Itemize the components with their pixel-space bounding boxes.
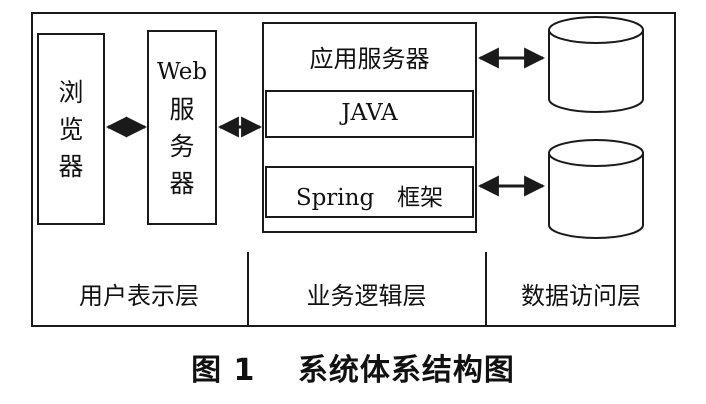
database-icon-top (548, 16, 644, 113)
browser-label-2: 览 (58, 114, 84, 144)
web-server-box: Web 服 务 器 (147, 30, 217, 225)
spring-label: Spring 框架 (295, 185, 444, 211)
layer-label-business: 业务逻辑层 (306, 282, 427, 310)
web-server-label-3: 务 (169, 131, 195, 161)
layer-separator-1 (247, 252, 249, 326)
java-label: JAVA (341, 100, 398, 126)
java-box: JAVA (265, 90, 474, 138)
spring-box: Spring 框架 (265, 166, 474, 218)
app-server-label: 应用服务器 (309, 45, 430, 73)
browser-label-1: 浏 (58, 77, 84, 107)
figure-caption: 图 1 系统体系结构图 (191, 353, 515, 388)
layer-separator-2 (485, 252, 487, 326)
web-server-label-4: 器 (169, 168, 195, 198)
layer-label-data-access: 数据访问层 (521, 282, 641, 310)
layer-label-presentation: 用户表示层 (79, 282, 199, 310)
database-icon-bottom (548, 139, 644, 239)
web-server-label-1: Web (156, 58, 208, 85)
diagram-frame (31, 12, 676, 327)
browser-box: 浏 览 器 (37, 33, 105, 225)
web-server-label-2: 服 (169, 94, 195, 124)
browser-label-3: 器 (58, 151, 84, 181)
